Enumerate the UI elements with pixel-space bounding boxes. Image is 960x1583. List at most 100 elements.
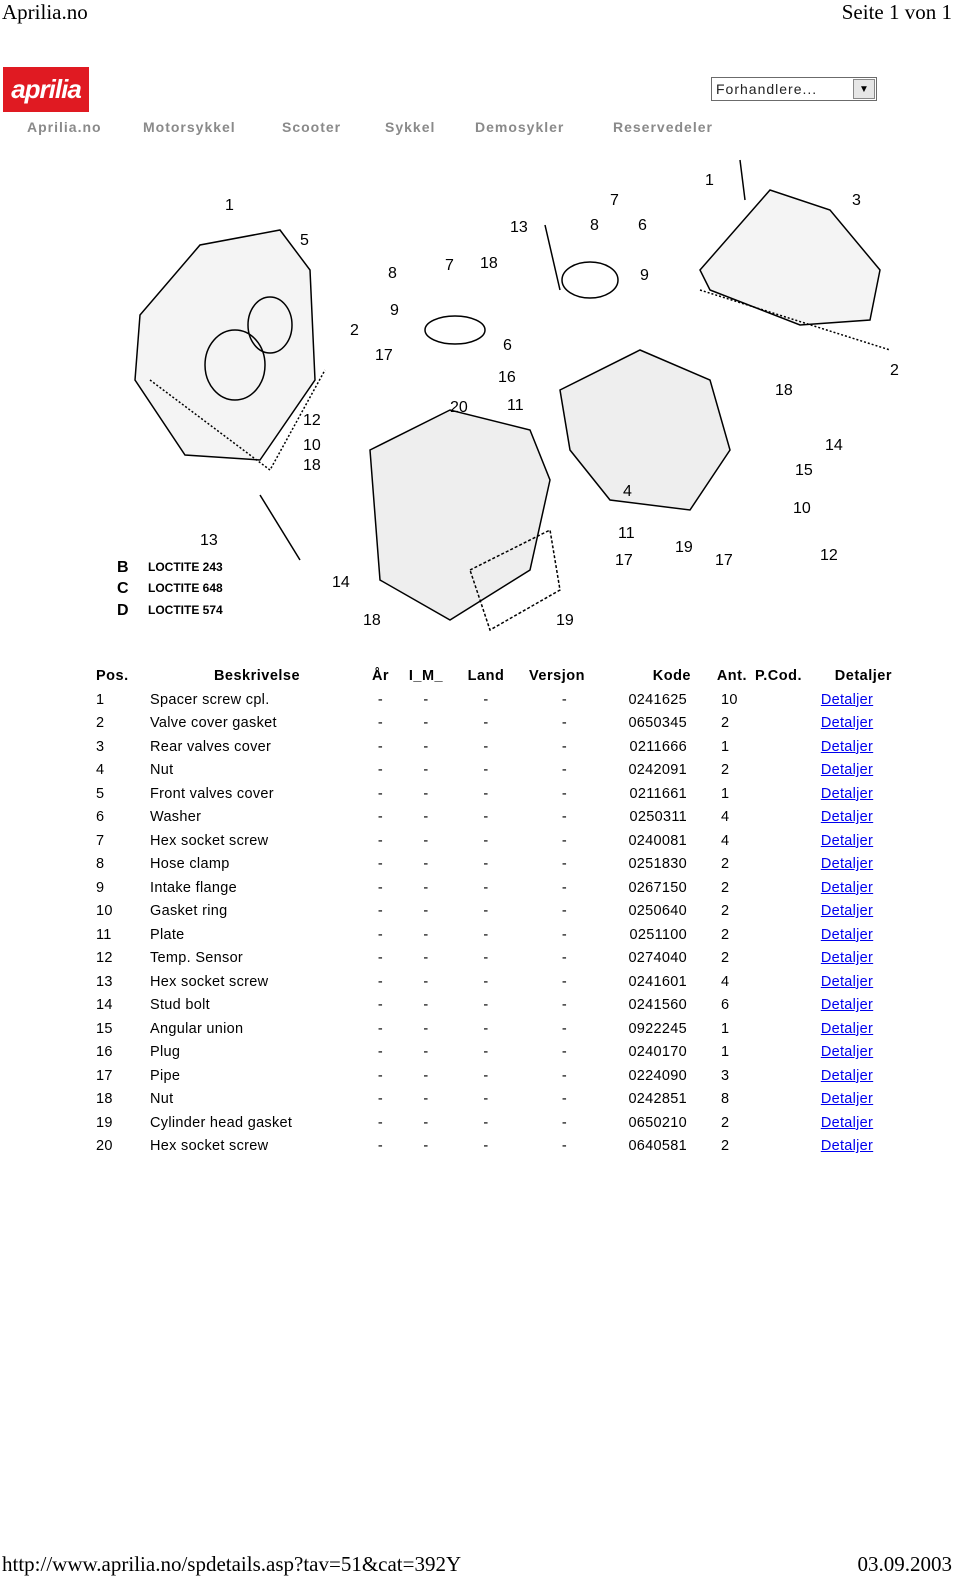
cell-pcod: [747, 806, 802, 830]
cell-versjon: -: [561, 785, 567, 802]
detaljer-link[interactable]: Detaljer: [820, 809, 874, 826]
loctite-label-243: LOCTITE 243: [148, 560, 223, 574]
cell-detaljer: Detaljer: [802, 994, 892, 1018]
cell-im: -: [423, 1067, 429, 1084]
detaljer-link[interactable]: Detaljer: [820, 926, 874, 943]
cell-pos: 17: [96, 1067, 113, 1084]
cell-versjon: -: [561, 950, 567, 967]
detaljer-link[interactable]: Detaljer: [820, 1138, 874, 1155]
cell-kode: 0241601: [628, 973, 687, 990]
nav-item-reservedeler[interactable]: Reservedeler: [613, 119, 713, 135]
nav-item-scooter[interactable]: Scooter: [282, 119, 342, 135]
cell-im: -: [423, 785, 429, 802]
detaljer-link[interactable]: Detaljer: [820, 856, 874, 873]
cell-versjon: -: [561, 973, 567, 990]
cell-kode: 0251100: [629, 926, 687, 943]
detaljer-link[interactable]: Detaljer: [820, 832, 874, 849]
svg-text:8: 8: [590, 217, 599, 234]
detaljer-link[interactable]: Detaljer: [820, 691, 874, 708]
cell-land: -: [483, 1114, 489, 1131]
cell-ar: -: [377, 1020, 384, 1037]
print-footer-right: 03.09.2003: [857, 1552, 953, 1576]
detaljer-link[interactable]: Detaljer: [820, 762, 874, 779]
cell-pos: 15: [96, 1020, 113, 1037]
col-detaljer: Detaljer: [834, 668, 892, 684]
cell-detaljer: Detaljer: [802, 1088, 892, 1112]
cell-ant: 2: [721, 903, 730, 920]
cell-pos: 19: [96, 1114, 113, 1131]
cell-versjon: -: [561, 926, 567, 943]
loctite-label-574: LOCTITE 574: [148, 603, 223, 617]
col-versjon: Versjon: [529, 668, 585, 684]
cell-land: -: [483, 738, 489, 755]
cell-pos: 10: [96, 903, 113, 920]
svg-text:19: 19: [675, 539, 693, 556]
svg-text:3: 3: [852, 192, 861, 209]
cell-kode: 0251830: [628, 856, 687, 873]
detaljer-link[interactable]: Detaljer: [820, 879, 874, 896]
nav-item-demosykler[interactable]: Demosykler: [475, 119, 565, 135]
cell-desc: Temp. Sensor: [150, 950, 244, 967]
detaljer-link[interactable]: Detaljer: [820, 1114, 874, 1131]
detaljer-link[interactable]: Detaljer: [820, 738, 874, 755]
cell-ant: 1: [721, 1044, 730, 1061]
cell-detaljer: Detaljer: [802, 900, 892, 924]
detaljer-link[interactable]: Detaljer: [820, 785, 874, 802]
detaljer-link[interactable]: Detaljer: [820, 903, 874, 920]
dealer-select[interactable]: Forhandlere... ▼: [711, 77, 877, 101]
cell-versjon: -: [561, 997, 567, 1014]
col-kode: Kode: [652, 668, 691, 684]
aprilia-logo[interactable]: aprilia: [3, 67, 89, 112]
cell-ar: -: [377, 1091, 384, 1108]
nav-item-aprilia[interactable]: Aprilia.no: [27, 119, 102, 135]
cell-pcod: [747, 1041, 802, 1065]
detaljer-link[interactable]: Detaljer: [820, 1044, 874, 1061]
cell-pcod: [747, 1088, 802, 1112]
svg-text:14: 14: [825, 437, 843, 454]
cell-detaljer: Detaljer: [802, 853, 892, 877]
nav-item-sykkel[interactable]: Sykkel: [385, 119, 436, 135]
svg-text:4: 4: [623, 483, 632, 500]
col-ar: År: [371, 668, 390, 684]
svg-text:10: 10: [793, 500, 811, 517]
cell-desc: Gasket ring: [150, 903, 228, 920]
dropdown-arrow-icon[interactable]: ▼: [853, 79, 875, 99]
cell-versjon: -: [561, 1138, 567, 1155]
cell-desc: Cylinder head gasket: [150, 1114, 293, 1131]
nav-item-motorsykkel[interactable]: Motorsykkel: [143, 119, 236, 135]
detaljer-link[interactable]: Detaljer: [820, 715, 874, 732]
cell-ant: 6: [721, 997, 730, 1014]
cell-pos: 8: [96, 856, 105, 873]
detaljer-link[interactable]: Detaljer: [820, 1091, 874, 1108]
svg-text:9: 9: [390, 302, 399, 319]
cell-ant: 2: [721, 926, 730, 943]
cell-detaljer: Detaljer: [802, 735, 892, 759]
cell-ar: -: [377, 1044, 384, 1061]
col-pos: Pos.: [96, 668, 129, 684]
detaljer-link[interactable]: Detaljer: [820, 1020, 874, 1037]
cell-desc: Front valves cover: [150, 785, 274, 802]
detaljer-link[interactable]: Detaljer: [820, 997, 874, 1014]
cell-ar: -: [377, 715, 384, 732]
cell-ant: 8: [721, 1091, 730, 1108]
cell-detaljer: Detaljer: [802, 947, 892, 971]
cell-land: -: [483, 762, 489, 779]
cell-pcod: [747, 876, 802, 900]
cell-ant: 2: [721, 1114, 730, 1131]
svg-text:7: 7: [610, 192, 619, 209]
cell-ar: -: [377, 785, 384, 802]
cell-detaljer: Detaljer: [802, 970, 892, 994]
detaljer-link[interactable]: Detaljer: [820, 950, 874, 967]
cylinder-head-drawing: [259, 159, 746, 632]
cell-pcod: [747, 712, 802, 736]
cell-versjon: -: [561, 1020, 567, 1037]
cell-im: -: [423, 715, 429, 732]
cell-im: -: [423, 832, 429, 849]
svg-text:12: 12: [303, 412, 321, 429]
cell-ar: -: [377, 997, 384, 1014]
detaljer-link[interactable]: Detaljer: [820, 1067, 874, 1084]
detaljer-link[interactable]: Detaljer: [820, 973, 874, 990]
cell-ar: -: [377, 738, 384, 755]
